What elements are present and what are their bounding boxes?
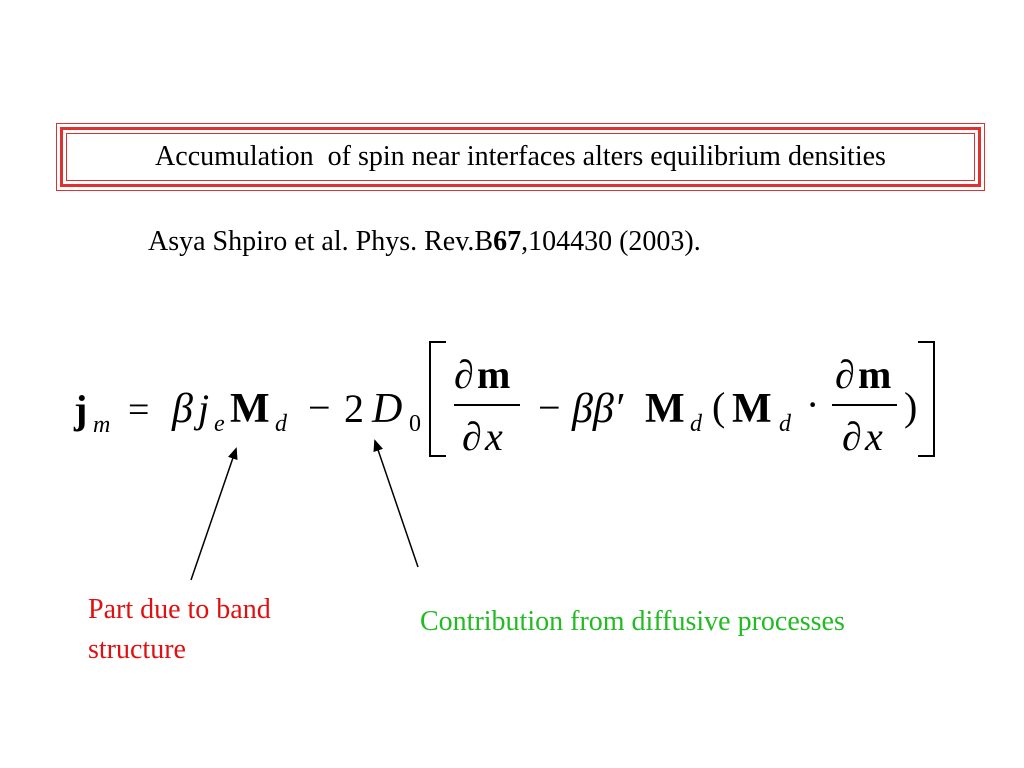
eq-frac1-m: m	[477, 352, 510, 397]
eq-M3: M	[732, 386, 772, 432]
eq-dot: ·	[806, 382, 819, 427]
eq-beta-beta-prime: ββ′	[571, 386, 624, 432]
eq-frac1-partial-num: ∂	[454, 352, 474, 397]
citation-prefix: Asya Shpiro et al. Phys. Rev.B	[148, 226, 494, 257]
eq-frac2-x: x	[864, 414, 883, 459]
eq-frac1-partial-den: ∂	[462, 414, 482, 459]
eq-M3-subscript: d	[779, 411, 792, 437]
left-bracket	[429, 341, 446, 457]
eq-je: j	[193, 386, 209, 431]
citation: Asya Shpiro et al. Phys. Rev.B67,104430 …	[148, 226, 701, 258]
title-box-inner: Accumulation of spin near interfaces alt…	[66, 133, 975, 181]
eq-frac2-partial-den: ∂	[842, 414, 862, 459]
eq-two: 2	[344, 386, 364, 431]
eq-M1: M	[230, 386, 270, 432]
eq-minus2: −	[538, 385, 561, 430]
eq-minus1: −	[308, 385, 331, 430]
citation-suffix: ,104430 (2003).	[521, 226, 701, 257]
eq-frac1-x: x	[484, 414, 503, 459]
eq-D: D	[371, 386, 402, 432]
eq-frac2-partial-num: ∂	[835, 352, 855, 397]
eq-open-paren: (	[712, 384, 725, 429]
eq-M2: M	[645, 386, 685, 432]
title-box: Accumulation of spin near interfaces alt…	[56, 123, 985, 191]
diffusive-label: Contribution from diffusive processes	[420, 606, 845, 637]
citation-volume: 67	[493, 226, 522, 257]
eq-lhs-symbol: j	[73, 387, 87, 432]
eq-close-paren: )	[904, 384, 917, 429]
eq-M2-subscript: d	[690, 411, 703, 437]
slide-title: Accumulation of spin near interfaces alt…	[155, 141, 886, 172]
right-bracket	[918, 341, 935, 457]
spin-current-equation: j m = β j e M d − 2 D 0 ∂ m ∂ x − ββ′ M …	[73, 341, 935, 459]
eq-D-subscript: 0	[409, 411, 421, 437]
eq-je-subscript: e	[214, 411, 225, 437]
band-structure-label: Part due to band structure	[88, 594, 271, 665]
eq-M1-subscript: d	[275, 411, 288, 437]
title-box-frame: Accumulation of spin near interfaces alt…	[60, 127, 981, 187]
eq-beta: β	[171, 386, 193, 432]
eq-lhs-subscript: m	[93, 412, 110, 438]
eq-equals: =	[128, 389, 149, 431]
eq-frac2-m: m	[858, 352, 891, 397]
